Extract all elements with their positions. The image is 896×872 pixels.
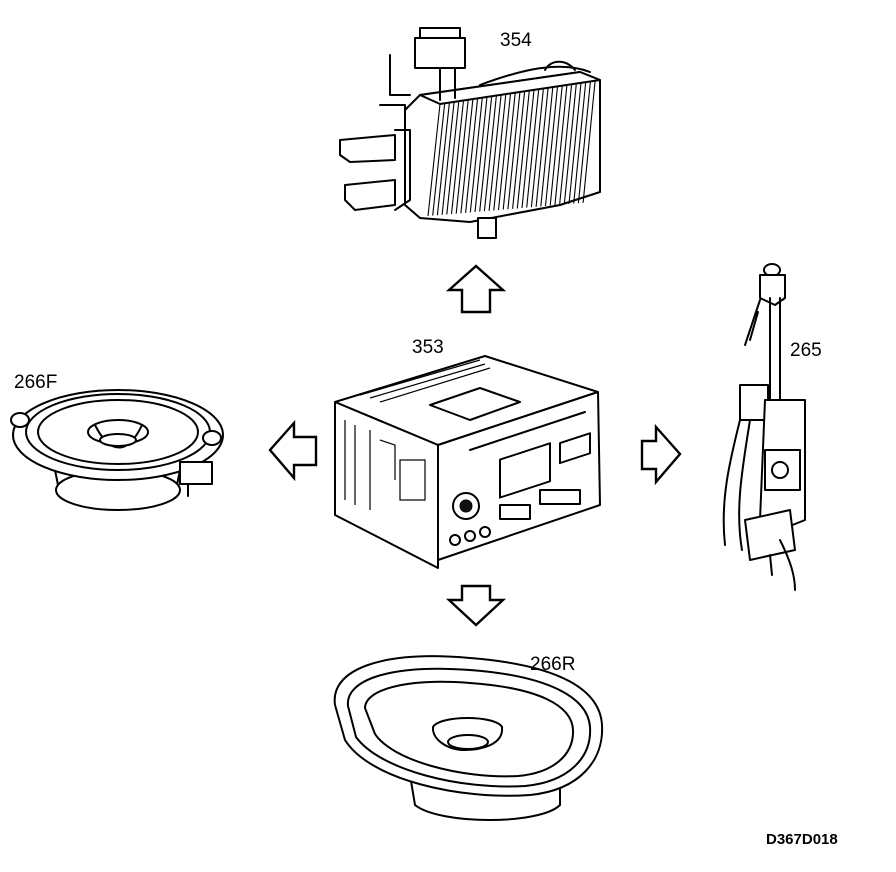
heatsink-fin bbox=[521, 89, 535, 209]
heatsink-fin bbox=[563, 83, 577, 205]
heatsink-fin bbox=[516, 90, 530, 209]
heatsink-fin bbox=[512, 91, 526, 209]
heatsink-fin bbox=[483, 95, 497, 212]
heatsink-fin bbox=[549, 85, 563, 206]
heatsink-fin bbox=[507, 92, 521, 210]
heatsink-fin bbox=[554, 85, 568, 206]
heatsink-fin bbox=[427, 103, 441, 217]
heatsink-fin bbox=[441, 101, 455, 215]
heatsink-fin bbox=[577, 81, 591, 204]
antenna-265 bbox=[722, 263, 806, 591]
heatsink-fin bbox=[535, 87, 549, 207]
heatsink-fin bbox=[488, 94, 502, 211]
heatsink-fin bbox=[497, 93, 512, 211]
heatsink-fin bbox=[559, 84, 573, 205]
heatsink-fin bbox=[455, 99, 469, 214]
radio-label: 353 bbox=[412, 337, 444, 358]
heatsink-fin bbox=[573, 82, 587, 204]
radio-head-unit-353 bbox=[334, 355, 601, 569]
figure-id: D367D018 bbox=[766, 831, 838, 848]
front-speaker-label: 266F bbox=[14, 372, 57, 393]
arrow-left-icon bbox=[268, 419, 318, 482]
front-speaker-266f bbox=[10, 389, 224, 511]
arrow-right-icon bbox=[640, 423, 682, 486]
heatsink-fin bbox=[432, 103, 446, 216]
heatsink-fin bbox=[540, 87, 554, 207]
heatsink-fin bbox=[465, 98, 479, 213]
heatsink-fin bbox=[493, 94, 507, 211]
amplifier-label: 354 bbox=[500, 30, 532, 51]
arrow-up-icon bbox=[445, 264, 507, 314]
arrow-down-icon bbox=[445, 584, 507, 627]
heatsink-fin bbox=[469, 97, 483, 213]
heatsink-fin bbox=[568, 82, 582, 205]
amplifier-354 bbox=[339, 27, 601, 239]
antenna-label: 265 bbox=[790, 340, 822, 361]
rear-speaker-266r bbox=[333, 655, 604, 821]
heatsink-fin bbox=[582, 80, 596, 203]
heatsink-fin bbox=[526, 89, 540, 208]
heatsink-fin bbox=[436, 102, 450, 216]
heatsink-fin bbox=[530, 88, 544, 208]
heatsink-fin bbox=[446, 101, 460, 215]
rear-speaker-label: 266R bbox=[530, 654, 575, 675]
heatsink-fin bbox=[474, 96, 488, 213]
heatsink-fin bbox=[460, 99, 474, 214]
heatsink-fin bbox=[450, 100, 465, 215]
heatsink-fin bbox=[544, 86, 559, 207]
heatsink-fin bbox=[502, 92, 516, 210]
heatsink-fin bbox=[479, 96, 493, 212]
